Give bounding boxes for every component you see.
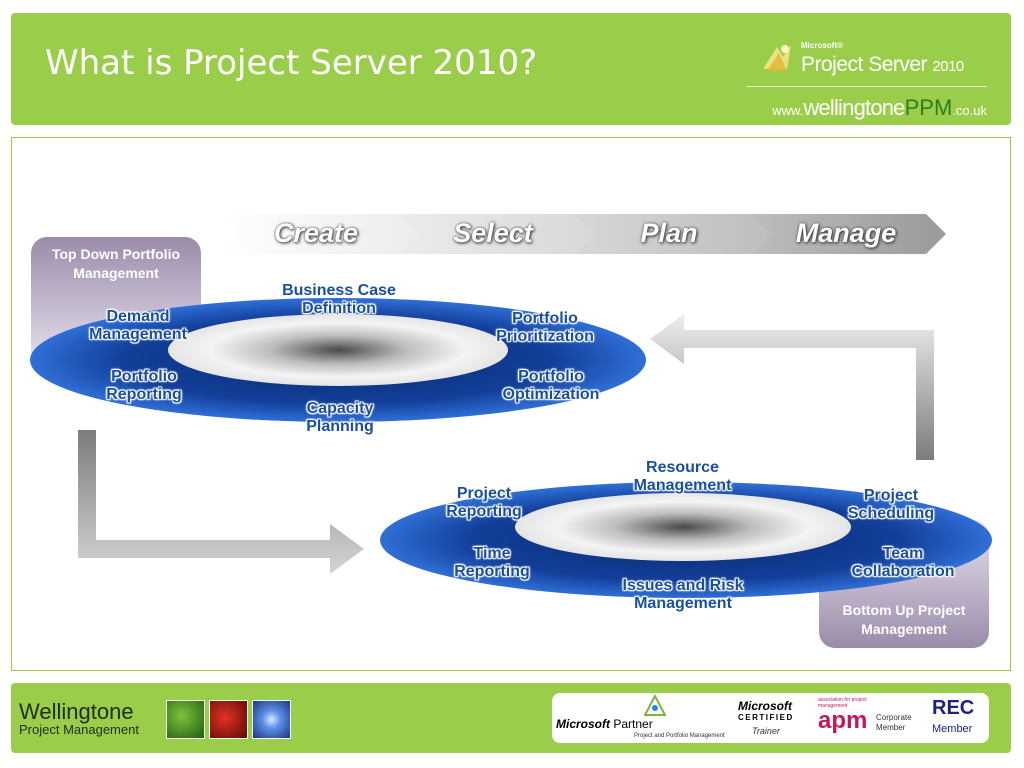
brand-microsoft: Microsoft® <box>801 41 843 50</box>
header-banner: What is Project Server 2010? Microsoft® … <box>11 13 1011 125</box>
ms-partner-ms: Microsoft <box>556 717 610 731</box>
stage-plan: Plan <box>640 218 698 248</box>
label-business-case: Business Case Definition <box>282 282 396 317</box>
apm-logo: apm <box>818 707 868 734</box>
brand-url: www.wellingtonePPM.co.uk <box>772 95 987 121</box>
brand-divider <box>747 86 987 87</box>
ms-partner-word: Partner <box>613 717 653 731</box>
apm-small: association for project management <box>818 697 867 709</box>
portfolio-ring-center <box>168 314 508 386</box>
label-demand-management: Demand Management <box>89 308 187 343</box>
mct-line1: Microsoft <box>738 699 792 713</box>
project-ring-center <box>515 493 851 561</box>
apple-icon <box>209 700 248 739</box>
company-name: Wellingtone <box>19 699 134 724</box>
ms-partner-badge: Microsoft Partner <box>556 717 653 731</box>
arrow-portfolio-to-projects <box>78 430 364 574</box>
chevron-create <box>216 214 418 254</box>
bottom-up-note: Bottom Up Project Management <box>842 602 966 637</box>
rec-member: Member <box>932 723 973 735</box>
chevron-plan <box>573 214 770 254</box>
label-capacity-planning: Capacity Planning <box>306 400 374 435</box>
label-portfolio-prioritization: Portfolio Prioritization <box>496 310 594 345</box>
label-resource-management: Resource Management <box>633 459 732 494</box>
project-server-logo-icon <box>763 45 791 71</box>
stage-manage: Manage <box>795 218 897 248</box>
label-time-reporting: Time Reporting <box>454 545 530 580</box>
mct-line2: CERTIFIED <box>738 713 794 722</box>
arrow-projects-to-portfolio <box>650 314 934 460</box>
stage-create: Create <box>273 218 359 248</box>
brand-product-name: Project Server <box>801 53 928 76</box>
label-portfolio-reporting: Portfolio Reporting <box>106 368 182 403</box>
brand-version: 2010 <box>932 58 964 75</box>
company-subtitle: Project Management <box>19 722 139 737</box>
url-prefix: www. <box>772 103 804 118</box>
page-title: What is Project Server 2010? <box>45 43 538 83</box>
top-down-note: Top Down Portfolio Management <box>51 246 181 281</box>
ms-partner-sub: Project and Portfolio Management <box>634 733 725 739</box>
leaf-icon <box>166 700 205 739</box>
label-project-reporting: Project Reporting <box>446 485 522 520</box>
ms-partner-logo-icon <box>644 695 666 716</box>
label-issues-risk: Issues and Risk Management <box>622 577 744 612</box>
label-project-scheduling: Project Scheduling <box>847 487 935 522</box>
chevron-manage <box>750 214 946 254</box>
apm-member: Corporate Member <box>876 713 912 732</box>
chevron-select <box>398 214 593 254</box>
url-ppm: PPM <box>904 95 953 120</box>
mct-line3: Trainer <box>752 726 780 736</box>
url-name: wellingtone <box>803 95 905 120</box>
footer-banner: Wellingtone Project Management Microsoft… <box>11 683 1011 753</box>
stage-select: Select <box>453 218 533 248</box>
label-portfolio-optimization: Portfolio Optimization <box>502 368 600 403</box>
label-team-collaboration: Team Collaboration <box>851 545 955 580</box>
flower-icon <box>252 700 291 739</box>
accreditation-badges: Microsoft Partner Project and Portfolio … <box>552 693 989 743</box>
project-server-brand: Microsoft® Project Server 2010 www.welli… <box>747 27 987 120</box>
brand-product: Project Server 2010 <box>801 53 964 77</box>
rec-logo: REC <box>932 697 975 719</box>
url-suffix: .co.uk <box>952 103 987 118</box>
